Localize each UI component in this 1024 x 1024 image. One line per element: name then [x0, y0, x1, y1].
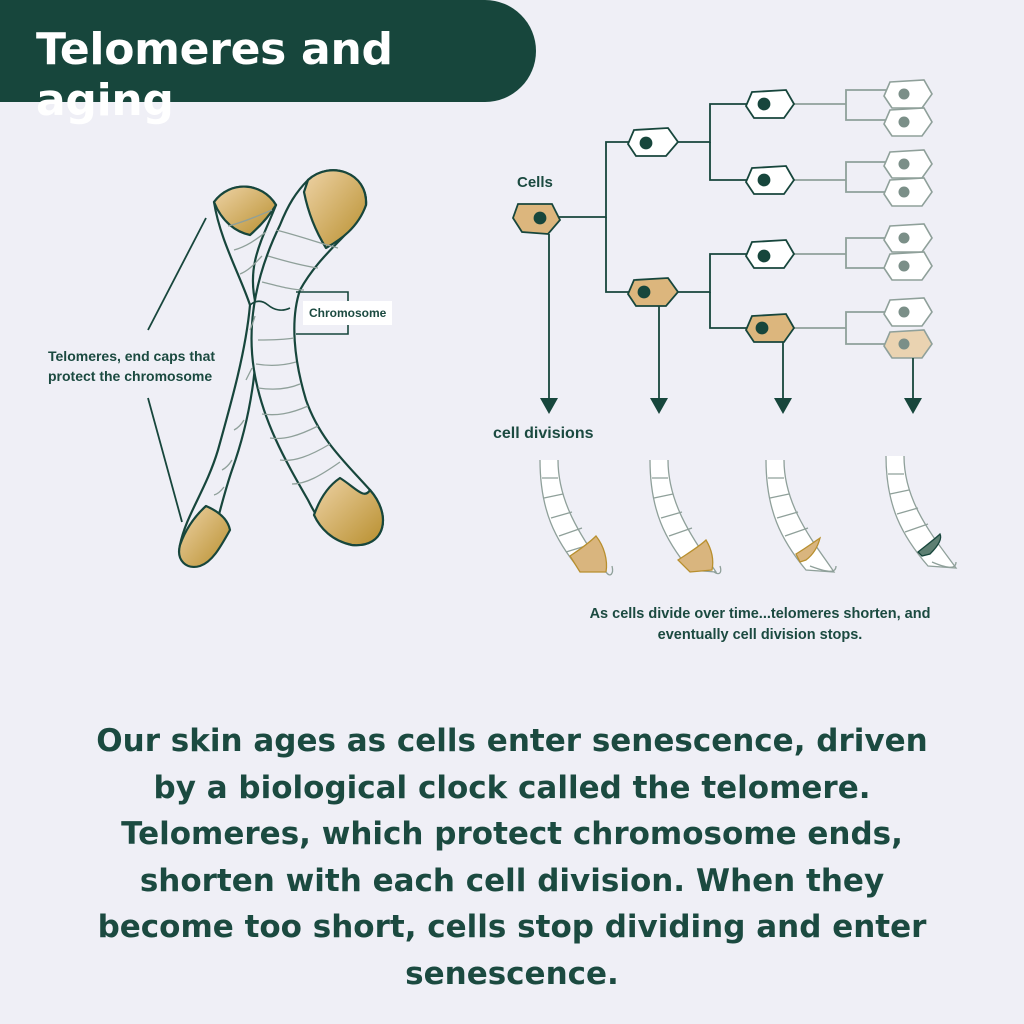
telomere-cap-top-right — [302, 169, 368, 250]
cell-gen2-a — [744, 89, 796, 119]
cell-gen1-top — [626, 127, 680, 157]
telomere-cap-bottom-right — [312, 476, 384, 547]
cell-gen2-d — [744, 313, 796, 343]
cell-gen2-b — [744, 165, 796, 195]
division-arrows — [540, 234, 922, 414]
telomere-segment-3 — [765, 459, 837, 573]
cell-gen1-bottom — [626, 277, 680, 307]
page-title: Telomeres and aging — [36, 24, 393, 126]
chromosome — [178, 169, 384, 568]
cell-root — [512, 203, 562, 235]
cells-label: Cells — [517, 174, 553, 191]
telomere-segment-1 — [539, 459, 614, 576]
chromosome-bands — [213, 209, 341, 496]
telomeres-label: Telomeres, end caps that protect the chr… — [48, 348, 216, 384]
title-banner: Telomeres and aging — [0, 0, 536, 126]
telomere-pointer-lines — [147, 217, 207, 523]
telomere-segment-4 — [885, 455, 958, 569]
cell-tree-lines — [558, 89, 886, 345]
telomere-segment-2 — [649, 459, 722, 575]
shortening-caption: As cells divide over time...telomeres sh… — [589, 606, 931, 643]
cell-gen2-c — [744, 239, 796, 269]
telomere-cap-bottom-left — [178, 504, 232, 568]
chromosome-label: Chromosome — [303, 301, 393, 325]
body-paragraph: Our skin ages as cells enter senescence,… — [96, 723, 928, 992]
cell-divisions-label: cell divisions — [493, 425, 594, 442]
cells-gen3 — [883, 79, 933, 359]
telomere-cap-top-left — [212, 185, 278, 237]
